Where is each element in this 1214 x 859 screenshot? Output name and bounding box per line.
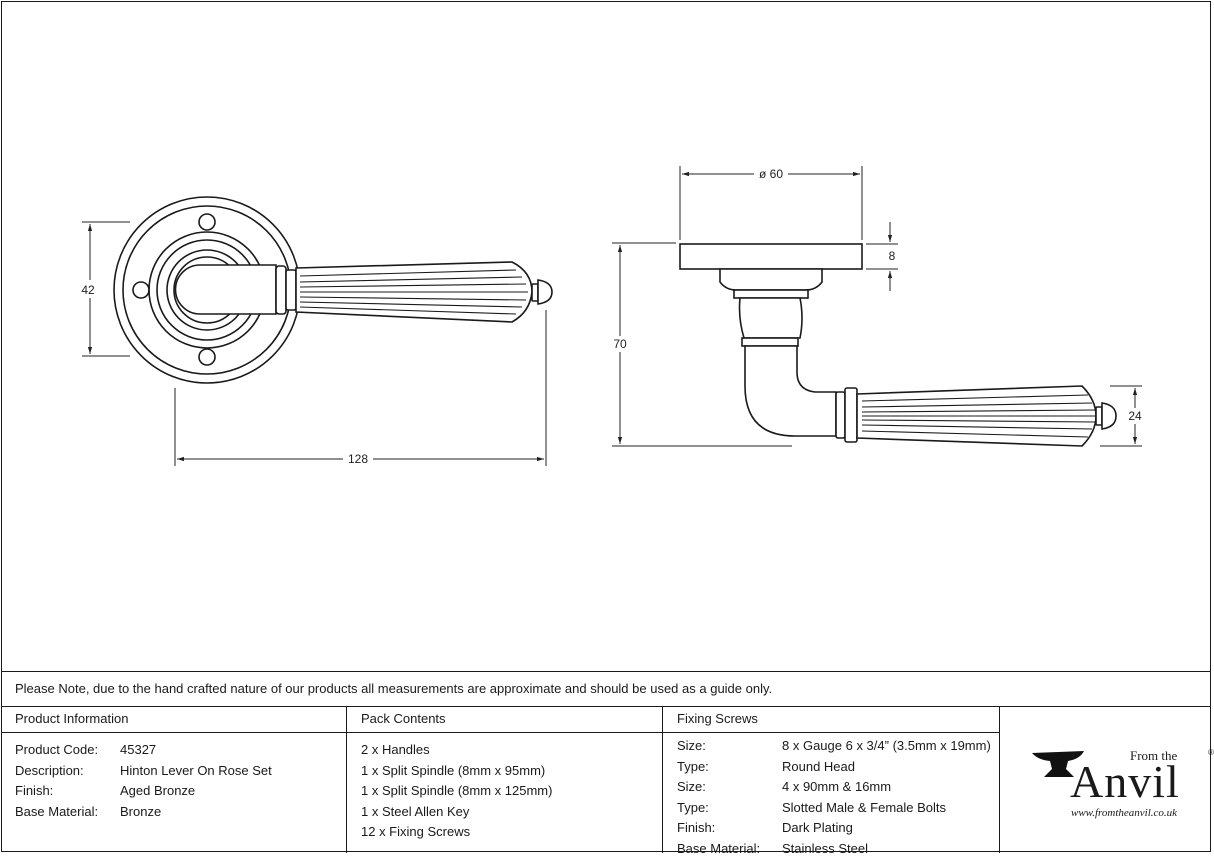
- pack-item: 1 x Split Spindle (8mm x 95mm): [361, 761, 662, 782]
- row-value: 4 x 90mm & 16mm: [782, 777, 891, 798]
- pack-item: 1 x Steel Allen Key: [361, 802, 662, 823]
- row-value: Slotted Male & Female Bolts: [782, 798, 946, 819]
- row-label: Description:: [15, 761, 120, 782]
- row-value: Stainless Steel: [782, 839, 868, 859]
- row-value: Round Head: [782, 757, 855, 778]
- fixing-screws-panel: Fixing Screws Size:8 x Gauge 6 x 3/4” (3…: [663, 707, 1000, 853]
- pack-contents-panel: Pack Contents 2 x Handles 1 x Split Spin…: [347, 707, 663, 853]
- logo-url: www.fromtheanvil.co.uk: [1071, 807, 1177, 819]
- row-value: Dark Plating: [782, 818, 853, 839]
- pack-item: 1 x Split Spindle (8mm x 125mm): [361, 781, 662, 802]
- row-value: 8 x Gauge 6 x 3/4” (3.5mm x 19mm): [782, 736, 991, 757]
- product-information-panel: Product Information Product Code:45327 D…: [1, 707, 347, 853]
- row-label: Base Material:: [677, 839, 782, 859]
- fixing-screws-heading: Fixing Screws: [663, 707, 999, 733]
- row-label: Type:: [677, 798, 782, 819]
- row-label: Size:: [677, 736, 782, 757]
- row-label: Product Code:: [15, 740, 120, 761]
- row-label: Size:: [677, 777, 782, 798]
- logo-registered-mark: ®: [1208, 748, 1214, 757]
- product-row: Product Code:45327: [15, 740, 346, 761]
- row-label: Type:: [677, 757, 782, 778]
- row-value: 45327: [120, 740, 156, 761]
- logo-name: Anvil: [1070, 759, 1180, 805]
- product-row: Finish:Aged Bronze: [15, 781, 346, 802]
- fixing-row: Base Material:Stainless Steel: [677, 839, 999, 859]
- row-value: Aged Bronze: [120, 781, 195, 802]
- measurement-note: Please Note, due to the hand crafted nat…: [1, 671, 1211, 707]
- pack-item: 12 x Fixing Screws: [361, 822, 662, 843]
- product-information-heading: Product Information: [1, 707, 346, 733]
- pack-contents-heading: Pack Contents: [347, 707, 662, 733]
- row-label: Base Material:: [15, 802, 120, 823]
- brand-logo-panel: From the ® Anvil www.fromtheanvil.co.uk: [1000, 707, 1211, 853]
- product-row: Description:Hinton Lever On Rose Set: [15, 761, 346, 782]
- row-value: Hinton Lever On Rose Set: [120, 761, 272, 782]
- fixing-row: Type:Round Head: [677, 757, 999, 778]
- row-label: Finish:: [15, 781, 120, 802]
- fixing-row: Type:Slotted Male & Female Bolts: [677, 798, 999, 819]
- row-label: Finish:: [677, 818, 782, 839]
- row-value: Bronze: [120, 802, 161, 823]
- product-row: Base Material:Bronze: [15, 802, 346, 823]
- fixing-row: Size:8 x Gauge 6 x 3/4” (3.5mm x 19mm): [677, 736, 999, 757]
- fixing-row: Size:4 x 90mm & 16mm: [677, 777, 999, 798]
- pack-item: 2 x Handles: [361, 740, 662, 761]
- fixing-row: Finish:Dark Plating: [677, 818, 999, 839]
